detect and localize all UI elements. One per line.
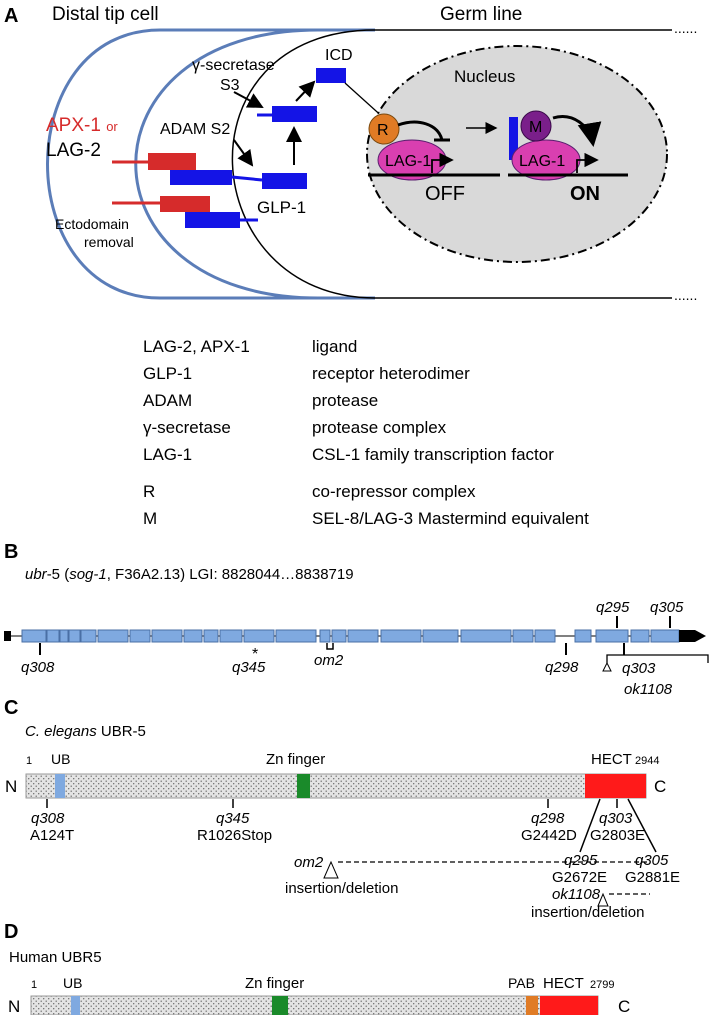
- allele-q295: q295: [596, 599, 630, 616]
- panel-d-letter: D: [4, 921, 18, 943]
- allele-q308: q308: [21, 659, 55, 676]
- panel-c-letter: C: [4, 697, 18, 719]
- legend-desc: co-repressor complex: [312, 482, 476, 501]
- legend-term: ADAM: [143, 391, 192, 410]
- mut-change: R1026Stop: [197, 827, 272, 844]
- legend-desc: CSL-1 family transcription factor: [312, 445, 554, 464]
- top-dots: ......: [674, 20, 697, 36]
- on-label: ON: [570, 183, 600, 205]
- germ-line-title: Germ line: [440, 4, 522, 25]
- bottom-dots: ......: [674, 287, 697, 303]
- c-end: 2944: [635, 755, 659, 767]
- mut-change: G2442D: [521, 827, 577, 844]
- legend-term: LAG-1: [143, 445, 192, 464]
- d-start: 1: [31, 979, 37, 991]
- r-label: R: [377, 122, 389, 139]
- c-terminus: C: [654, 777, 666, 796]
- allele-q305: q305: [650, 599, 684, 616]
- n-terminus: N: [5, 777, 17, 796]
- allele-q345: q345: [232, 659, 266, 676]
- mut-change: G2881E: [625, 869, 680, 886]
- mut-change: G2803E: [590, 827, 645, 844]
- human-title: Human UBR5: [9, 949, 102, 966]
- s3-label: S3: [220, 77, 240, 94]
- gene-header: ubr-5 (sog-1, F36A2.13) LGI: 8828044…883…: [25, 566, 354, 583]
- adam-s2-label: ADAM S2: [160, 121, 230, 138]
- legend-desc: protease: [312, 391, 378, 410]
- panel-b-letter: B: [4, 541, 18, 563]
- mut-change: G2672E: [552, 869, 607, 886]
- lag1-on-label: LAG-1: [519, 153, 565, 170]
- mut-allele: q295: [564, 852, 598, 869]
- d-n-terminus: N: [8, 997, 20, 1015]
- signal-arrows: [233, 80, 387, 167]
- mut-allele: q345: [216, 810, 250, 827]
- legend-desc: SEL-8/LAG-3 Mastermind equivalent: [312, 509, 589, 528]
- panel-a-letter: A: [4, 5, 18, 27]
- ectodomain-label-1: Ectodomain: [55, 216, 129, 232]
- off-label: OFF: [425, 183, 465, 205]
- legend: LAG-2, APX-1 ligand GLP-1 receptor heter…: [143, 337, 589, 528]
- ligand-apx1: APX-1 or: [46, 115, 118, 136]
- nucleus-label: Nucleus: [454, 67, 515, 86]
- legend-desc: receptor heterodimer: [312, 364, 470, 383]
- on-state: [508, 110, 628, 181]
- ectodomain-label-2: removal: [84, 234, 134, 250]
- mut-allele: q303: [599, 810, 633, 827]
- legend-desc: ligand: [312, 337, 357, 356]
- icd-label: ICD: [325, 47, 353, 64]
- allele-q303: q303: [622, 660, 656, 677]
- d-zn-finger-label: Zn finger: [245, 975, 304, 992]
- distal-tip-cell-outline: [46, 28, 375, 300]
- gamma-secretase-label: γ-secretase: [192, 57, 275, 74]
- ubr5-protein: [25, 773, 657, 907]
- legend-term: LAG-2, APX-1: [143, 337, 250, 356]
- om2-indel: insertion/deletion: [285, 880, 398, 897]
- dtc-title: Distal tip cell: [52, 4, 159, 25]
- allele-om2: om2: [314, 652, 344, 669]
- human-ubr5-protein: [30, 995, 599, 1015]
- off-state: [368, 113, 500, 181]
- c-elegans-title: C. elegans UBR-5: [25, 723, 146, 740]
- d-hect-label: HECT: [543, 975, 584, 992]
- lag1-off-label: LAG-1: [385, 153, 431, 170]
- m-label: M: [529, 119, 542, 136]
- d-end: 2799: [590, 979, 614, 991]
- zn-finger-label: Zn finger: [266, 751, 325, 768]
- ligand-lag2: LAG-2: [46, 140, 101, 161]
- germ-line-outline: [134, 28, 375, 300]
- gene-model: [4, 616, 709, 672]
- legend-term: GLP-1: [143, 364, 192, 383]
- mut-change: A124T: [30, 827, 74, 844]
- notch-components: [112, 68, 346, 228]
- ub-label: UB: [51, 751, 70, 767]
- d-c-terminus: C: [618, 997, 630, 1015]
- legend-term: γ-secretase: [143, 418, 231, 437]
- ok1108-label: ok1108: [552, 886, 601, 903]
- legend-term: M: [143, 509, 157, 528]
- allele-q298: q298: [545, 659, 579, 676]
- mut-allele: q305: [635, 852, 669, 869]
- c-start: 1: [26, 755, 32, 767]
- d-ub-label: UB: [63, 975, 82, 991]
- pab-label: PAB: [508, 975, 535, 991]
- legend-desc: protease complex: [312, 418, 447, 437]
- om2-label: om2: [294, 854, 324, 871]
- q345-star: *: [252, 646, 258, 663]
- legend-term: R: [143, 482, 155, 501]
- germ-line-membrane: [231, 29, 672, 299]
- hect-label: HECT: [591, 751, 632, 768]
- glp1-label: GLP-1: [257, 198, 306, 217]
- ok1108-indel: insertion/deletion: [531, 904, 644, 921]
- mut-allele: q298: [531, 810, 565, 827]
- allele-ok1108: ok1108: [624, 681, 673, 698]
- mut-allele: q308: [31, 810, 65, 827]
